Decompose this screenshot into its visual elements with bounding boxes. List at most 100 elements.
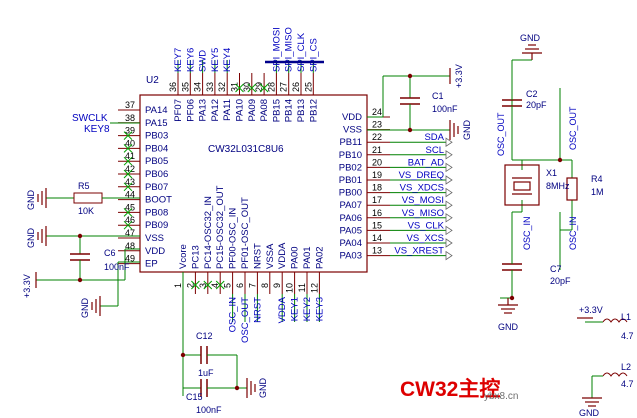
r5-ref: R5 [78, 181, 90, 191]
pin-name: PB01 [339, 175, 362, 186]
r4-value: 1M [591, 187, 604, 197]
pin-number: 44 [125, 190, 135, 200]
c1-value: 100nF [432, 104, 458, 114]
net-label: KEY6 [185, 48, 196, 72]
pin-name: PA14 [145, 105, 168, 116]
crystal-net-osc-in: OSC_IN [522, 216, 532, 250]
pin-number: 11 [297, 283, 307, 292]
net-label: SPI_MOSI [271, 27, 282, 72]
c15-ref: C15 [186, 392, 203, 402]
mcu-ref: U2 [146, 75, 159, 86]
pin-number: 42 [125, 164, 135, 174]
gnd-label: GND [520, 33, 541, 43]
net-label: VS_MOSI [402, 195, 444, 206]
pin-number: 36 [168, 82, 178, 92]
pin-number: 45 [125, 202, 135, 212]
pin-number: 35 [180, 82, 190, 92]
junction-dot [407, 73, 413, 79]
net-label: SCL [426, 145, 444, 156]
pin-name: EP [145, 259, 158, 270]
pin-number: 16 [372, 208, 382, 218]
net-label: VS_XCS [407, 233, 445, 244]
pin-number: 30 [242, 82, 252, 92]
c7-value: 20pF [550, 276, 571, 286]
pin-number: 49 [125, 254, 135, 264]
mcu-top-pins: 36PF0735PF0634PA1333PA1232PA1131PA1030PA… [168, 73, 319, 122]
pin-number: 21 [372, 145, 382, 155]
net-label: KEY7 [173, 48, 184, 72]
net-labels: SDASCLBAT_ADVS_DREQVS_XDCSVS_MOSIVS_MISO… [72, 27, 453, 343]
pin-number: 25 [303, 82, 313, 92]
r5-value: 10K [78, 206, 94, 216]
pin-name: PB13 [296, 99, 307, 122]
c15-value: 100nF [196, 405, 222, 415]
net-port [445, 250, 453, 261]
pin-number: 8 [260, 283, 270, 288]
net-label: VS_DREQ [399, 170, 444, 181]
l1-ref: L1 [621, 312, 631, 322]
pin-number: 26 [291, 82, 301, 92]
gnd-symbol [91, 296, 101, 316]
mcu-part-number: CW32L031C8U6 [208, 144, 284, 155]
net-label: SWD [198, 50, 209, 72]
pin-name: BOOT [145, 195, 172, 206]
net-label: SPI_MISO [284, 27, 295, 72]
no-connect-mark [123, 169, 133, 179]
junction-dot [77, 233, 83, 239]
gnd-symbol [449, 120, 459, 140]
pin-name: PA05 [339, 225, 362, 236]
net-port [445, 175, 453, 185]
mcu-bottom-pins: 1Vcore2PC133PC14-OSC32_IN4PC15-OSC32_OUT… [173, 185, 325, 294]
net-label: BAT_AD [408, 157, 444, 168]
c6-ref: C6 [104, 248, 116, 258]
pin-name: PB07 [145, 182, 168, 193]
no-connect-mark [235, 83, 244, 93]
junction-dot [407, 127, 413, 133]
pin-number: 13 [372, 246, 382, 256]
l1-value: 4.7 [621, 331, 634, 341]
pin-number: 15 [372, 220, 382, 230]
pin-name: VSS [343, 125, 362, 136]
x1-value: 8MHz [546, 181, 570, 191]
pin-number: 20 [372, 157, 382, 167]
junction-dot [77, 277, 83, 283]
pin-number: 31 [230, 82, 240, 92]
pin-name: PB11 [339, 137, 362, 148]
r4-ref: R4 [591, 174, 603, 184]
net-port [445, 187, 453, 198]
c2-value: 20pF [526, 100, 547, 110]
pin-name: PC15-OSC32_OUT [215, 185, 226, 269]
no-connect-mark [259, 83, 269, 93]
pin-number: 14 [372, 233, 382, 243]
junction-dot [234, 385, 240, 391]
pin-name: PA12 [210, 99, 221, 122]
pin-name: PA00 [290, 246, 301, 269]
x1-ref: X1 [546, 168, 557, 178]
net-label-key8: KEY8 [84, 124, 110, 135]
pin-name: VDD [145, 246, 165, 257]
gnd-symbol [582, 397, 602, 407]
gnd-label: GND [579, 408, 600, 418]
gnd-label: GND [462, 120, 472, 141]
gnd-label: GND [258, 378, 268, 399]
net-label: SPI_CS [308, 38, 319, 72]
pin-number: 24 [372, 107, 382, 117]
gnd-label: GND [80, 298, 90, 319]
net-label: SPI_CLK [296, 32, 307, 72]
pin-name: Vcore [178, 244, 189, 269]
crystal-circuit [500, 60, 573, 299]
pin-name: PC13 [190, 245, 201, 269]
mcu-u2[interactable]: U2 CW32L031C8U6 [139, 75, 368, 273]
net-port [445, 238, 453, 248]
pin-number: 34 [193, 82, 203, 92]
pin-name: PB10 [339, 150, 362, 161]
inductor-l1 [585, 318, 628, 323]
net-label: VS_XREST [394, 246, 444, 257]
c2-ref: C2 [526, 89, 538, 99]
crystal-net-osc-out: OSC_OUT [496, 112, 506, 156]
pin-name: VDDA [277, 242, 288, 269]
pin-name: PB05 [145, 156, 168, 167]
no-connect-mark [123, 182, 133, 192]
pin-name: PF06 [185, 99, 196, 122]
pin-name: PB00 [339, 188, 362, 199]
